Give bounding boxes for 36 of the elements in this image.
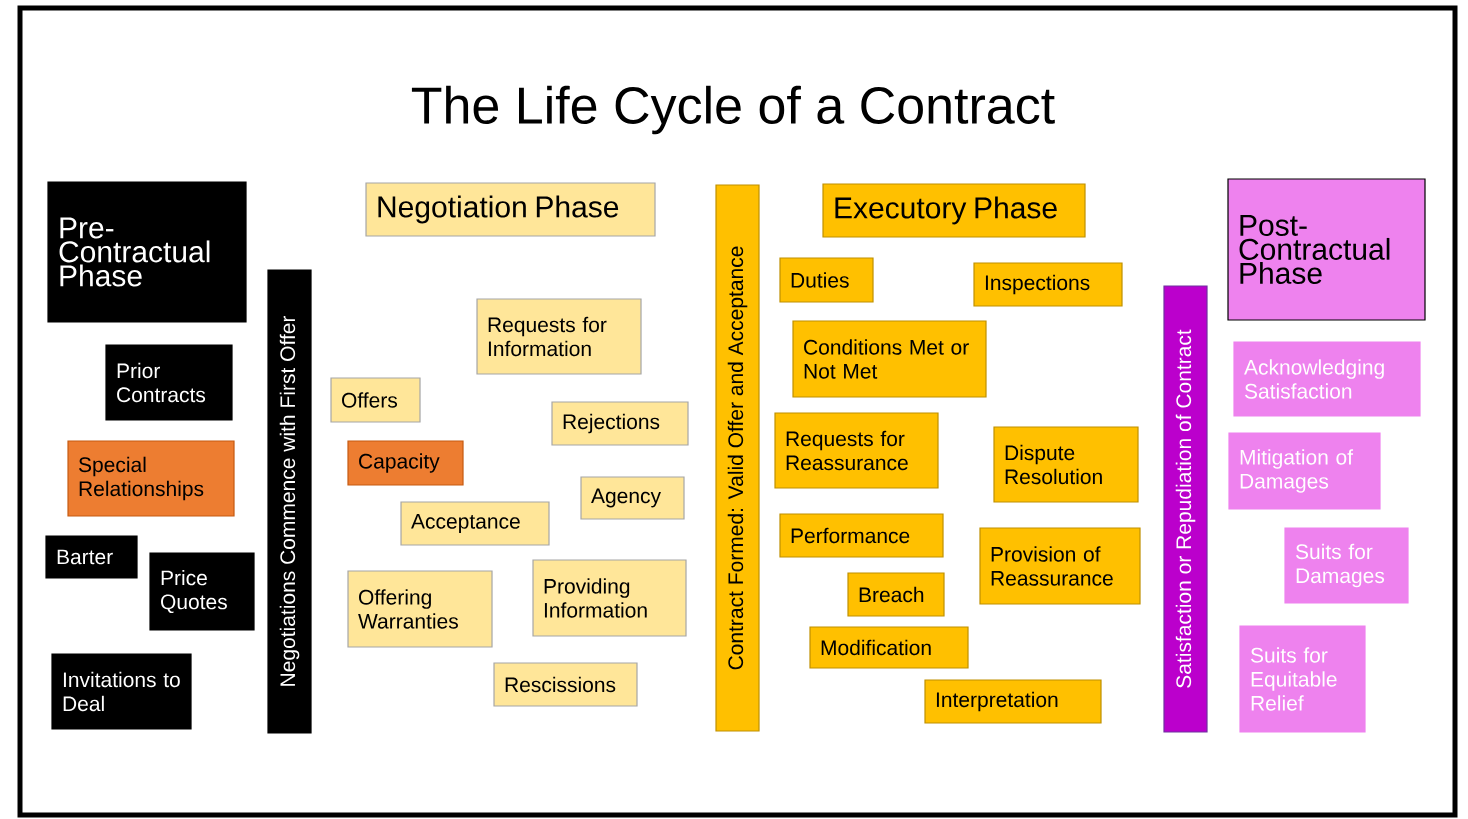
term-box: Acceptance xyxy=(400,501,550,546)
term-box: Dispute Resolution xyxy=(993,426,1139,503)
term-box: Performance xyxy=(779,513,944,558)
term-box: Providing Information xyxy=(532,559,687,637)
term-box: Mitigation of Damages xyxy=(1228,432,1381,510)
term-box: Price Quotes xyxy=(149,552,255,631)
term-box: Capacity xyxy=(347,440,464,486)
term-box: Rescissions xyxy=(493,662,638,707)
vertical-banner: Negotiations Commence with First Offer xyxy=(267,269,312,734)
term-box: Modification xyxy=(809,626,969,669)
phase-box: Pre-Contractual Phase xyxy=(47,181,247,323)
term-box: Agency xyxy=(580,476,685,520)
term-box: Acknowledging Satisfaction xyxy=(1233,341,1421,417)
term-box: Offering Warranties xyxy=(347,570,493,648)
term-box: Suits for Equitable Relief xyxy=(1239,625,1366,733)
term-box: Barter xyxy=(45,535,138,579)
term-box: Special Relationships xyxy=(67,440,235,517)
term-box: Requests for Information xyxy=(476,298,642,375)
term-box: Conditions Met or Not Met xyxy=(792,320,987,398)
term-box: Rejections xyxy=(551,401,689,446)
term-box: Provision of Reassurance xyxy=(979,527,1141,605)
title-text: The Life Cycle of a Contract xyxy=(411,85,1055,135)
term-box: Interpretation xyxy=(924,679,1102,724)
term-box: Breach xyxy=(847,572,945,617)
term-box: Prior Contracts xyxy=(105,344,233,421)
term-box: Invitations to Deal xyxy=(51,653,192,730)
term-box: Offers xyxy=(330,377,421,423)
term-box: Duties xyxy=(779,257,874,303)
term-box: Suits for Damages xyxy=(1284,527,1409,604)
vertical-banner: Contract Formed: Valid Offer and Acceptance xyxy=(715,184,760,732)
term-box: Inspections xyxy=(973,262,1123,307)
phase-box: Negotiation Phase xyxy=(365,182,656,237)
phase-box: Executory Phase xyxy=(822,183,1086,238)
phase-box: Post-Contractual Phase xyxy=(1227,178,1426,321)
term-box: Requests for Reassurance xyxy=(774,412,939,489)
vertical-banner: Satisfaction or Repudiation of Contract xyxy=(1163,285,1208,733)
